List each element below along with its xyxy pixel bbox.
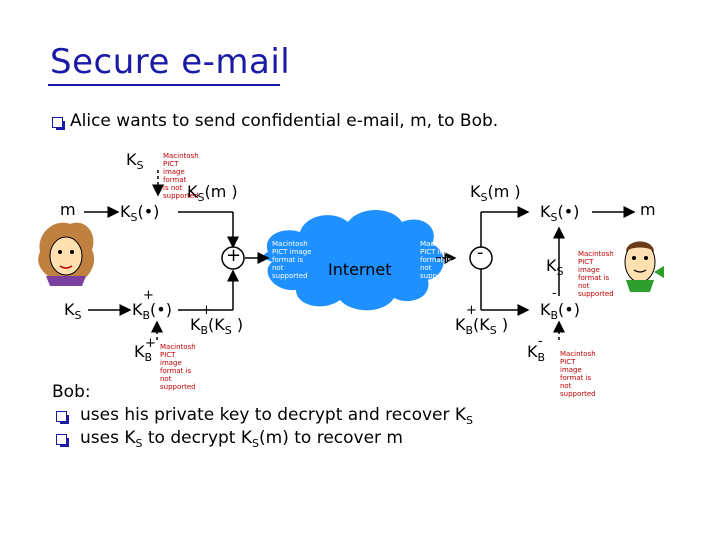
kb-ks-right-plus: + [466,303,477,318]
ks-m-left-label: KS(m ) [187,182,238,204]
ks-m-right-label: KS(m ) [470,182,521,204]
title-underline [48,84,280,86]
pict-placeholder: Macintosh PICT image format is not suppo… [272,240,312,280]
bullet-icon [56,411,69,424]
kb-encrypt-function: KB(•) [132,300,172,322]
ks-decrypt-function: KS(•) [540,202,580,224]
kb-enc-plus: + [143,288,154,303]
kb-priv-minus: - [538,334,543,349]
ks-left-label: KS [64,300,82,322]
internet-label: Internet [328,260,392,279]
ks-encrypt-function: KS(•) [120,202,160,224]
bullet-icon [56,434,69,447]
pict-placeholder: Macintosh PICT image format is not suppo… [560,350,596,398]
message-m-right: m [640,200,656,219]
kb-ks-right-label: KB(KS ) [455,315,509,337]
bob-step-2: uses KS to decrypt KS(m) to recover m [80,428,403,450]
bob-heading: Bob: [52,382,91,402]
pict-placeholder: Macintosh PICT image format is not suppo… [163,152,199,200]
minus-sign: - [477,242,484,263]
kb-dec-minus: - [552,286,557,301]
plus-sign: + [226,245,242,266]
pict-placeholder: Macintosh PICT image format is not suppo… [420,240,460,280]
internet-cloud [263,210,444,311]
pict-placeholder: Macintosh PICT image format is not suppo… [160,343,196,391]
ks-top-label: KS [126,150,144,172]
ks-right-label: KS [546,256,564,278]
slide-title: Secure e-mail [50,42,291,82]
bob-figure [624,241,664,292]
kb-ks-left-label: KB(KS ) [190,315,244,337]
message-m-left: m [60,200,76,219]
intro-text: Alice wants to send confidential e-mail,… [70,111,499,131]
kb-pub-plus: + [145,336,156,351]
bullet-icon [52,117,65,130]
kb-private-key-label: KB [527,342,546,364]
kb-public-key-label: KB [134,342,153,364]
kb-decrypt-function: KB(•) [540,300,580,322]
kb-ks-left-plus: + [201,303,212,318]
pict-placeholder: Macintosh PICT image format is not suppo… [578,250,614,298]
bob-step-1: uses his private key to decrypt and reco… [80,405,474,427]
alice-figure [38,222,95,286]
